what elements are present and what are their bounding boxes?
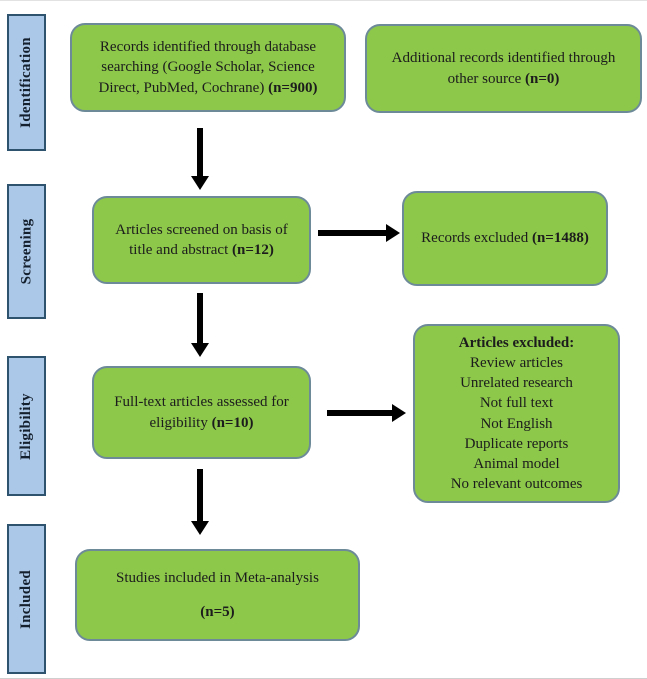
arrow-eligibility-to-excluded-shaft (327, 410, 393, 416)
box-fulltext-assessed-count: (n=10) (211, 414, 254, 431)
arrow-eligibility-to-included-head (191, 521, 209, 535)
stage-screening: Screening (7, 184, 46, 319)
exclusion-reason: Unrelated research (460, 375, 573, 391)
box-records-excluded-count: (n=1488) (531, 230, 589, 247)
exclusion-reason: Review articles (470, 354, 563, 371)
arrow-identification-to-screening-head (191, 176, 209, 190)
box-additional-records: Additional records identified through ot… (365, 24, 642, 113)
box-records-identified-text: Records identified through database sear… (98, 39, 317, 96)
arrow-screening-to-eligibility-head (191, 343, 209, 357)
box-articles-screened-text: Articles screened on basis of title and … (115, 221, 288, 258)
stage-included-label: Included (18, 569, 34, 629)
box-articles-screened: Articles screened on basis of title and … (92, 196, 311, 284)
box-studies-included-text: Studies included in Meta-analysis (116, 569, 319, 586)
stage-identification: Identification (7, 14, 46, 151)
box-fulltext-assessed-text: Full-text articles assessed for eligibil… (114, 394, 289, 431)
exclusion-reason: Animal model (473, 456, 560, 472)
box-records-identified-count: (n=900) (268, 79, 318, 96)
exclusion-reason: Not full text (479, 395, 554, 412)
arrow-screening-to-eligibility-shaft (197, 293, 203, 344)
exclusion-reason: No relevant outcomes (450, 476, 583, 493)
arrow-identification-to-screening-shaft (197, 128, 203, 177)
box-articles-excluded-title: Articles excluded: (458, 334, 575, 351)
arrow-screening-to-excluded-shaft (318, 230, 388, 236)
box-records-excluded: Records excluded (n=1488) (402, 191, 608, 286)
box-articles-excluded: Articles excluded: Review articles Unrel… (413, 324, 620, 503)
stage-included: Included (7, 524, 46, 674)
stage-eligibility-label: Eligibility (18, 392, 34, 460)
arrow-screening-to-excluded-head (386, 224, 400, 242)
box-additional-records-count: (n=0) (525, 70, 560, 87)
exclusion-reason: Duplicate reports (464, 435, 569, 452)
box-additional-records-text: Additional records identified through ot… (391, 50, 616, 87)
stage-screening-label: Screening (18, 218, 35, 285)
box-records-excluded-text: Records excluded (421, 230, 529, 247)
arrow-eligibility-to-excluded-head (392, 404, 406, 422)
stage-eligibility: Eligibility (7, 356, 46, 496)
spacer (116, 588, 319, 602)
box-articles-screened-count: (n=12) (232, 242, 274, 258)
box-studies-included: Studies included in Meta-analysis (n=5) (75, 549, 360, 641)
box-studies-included-count: (n=5) (200, 604, 235, 620)
box-records-identified: Records identified through database sear… (70, 23, 346, 112)
exclusion-reason: Not English (480, 415, 553, 432)
arrow-eligibility-to-included-shaft (197, 469, 203, 522)
box-fulltext-assessed: Full-text articles assessed for eligibil… (92, 366, 311, 459)
stage-identification-label: Identification (18, 37, 34, 128)
